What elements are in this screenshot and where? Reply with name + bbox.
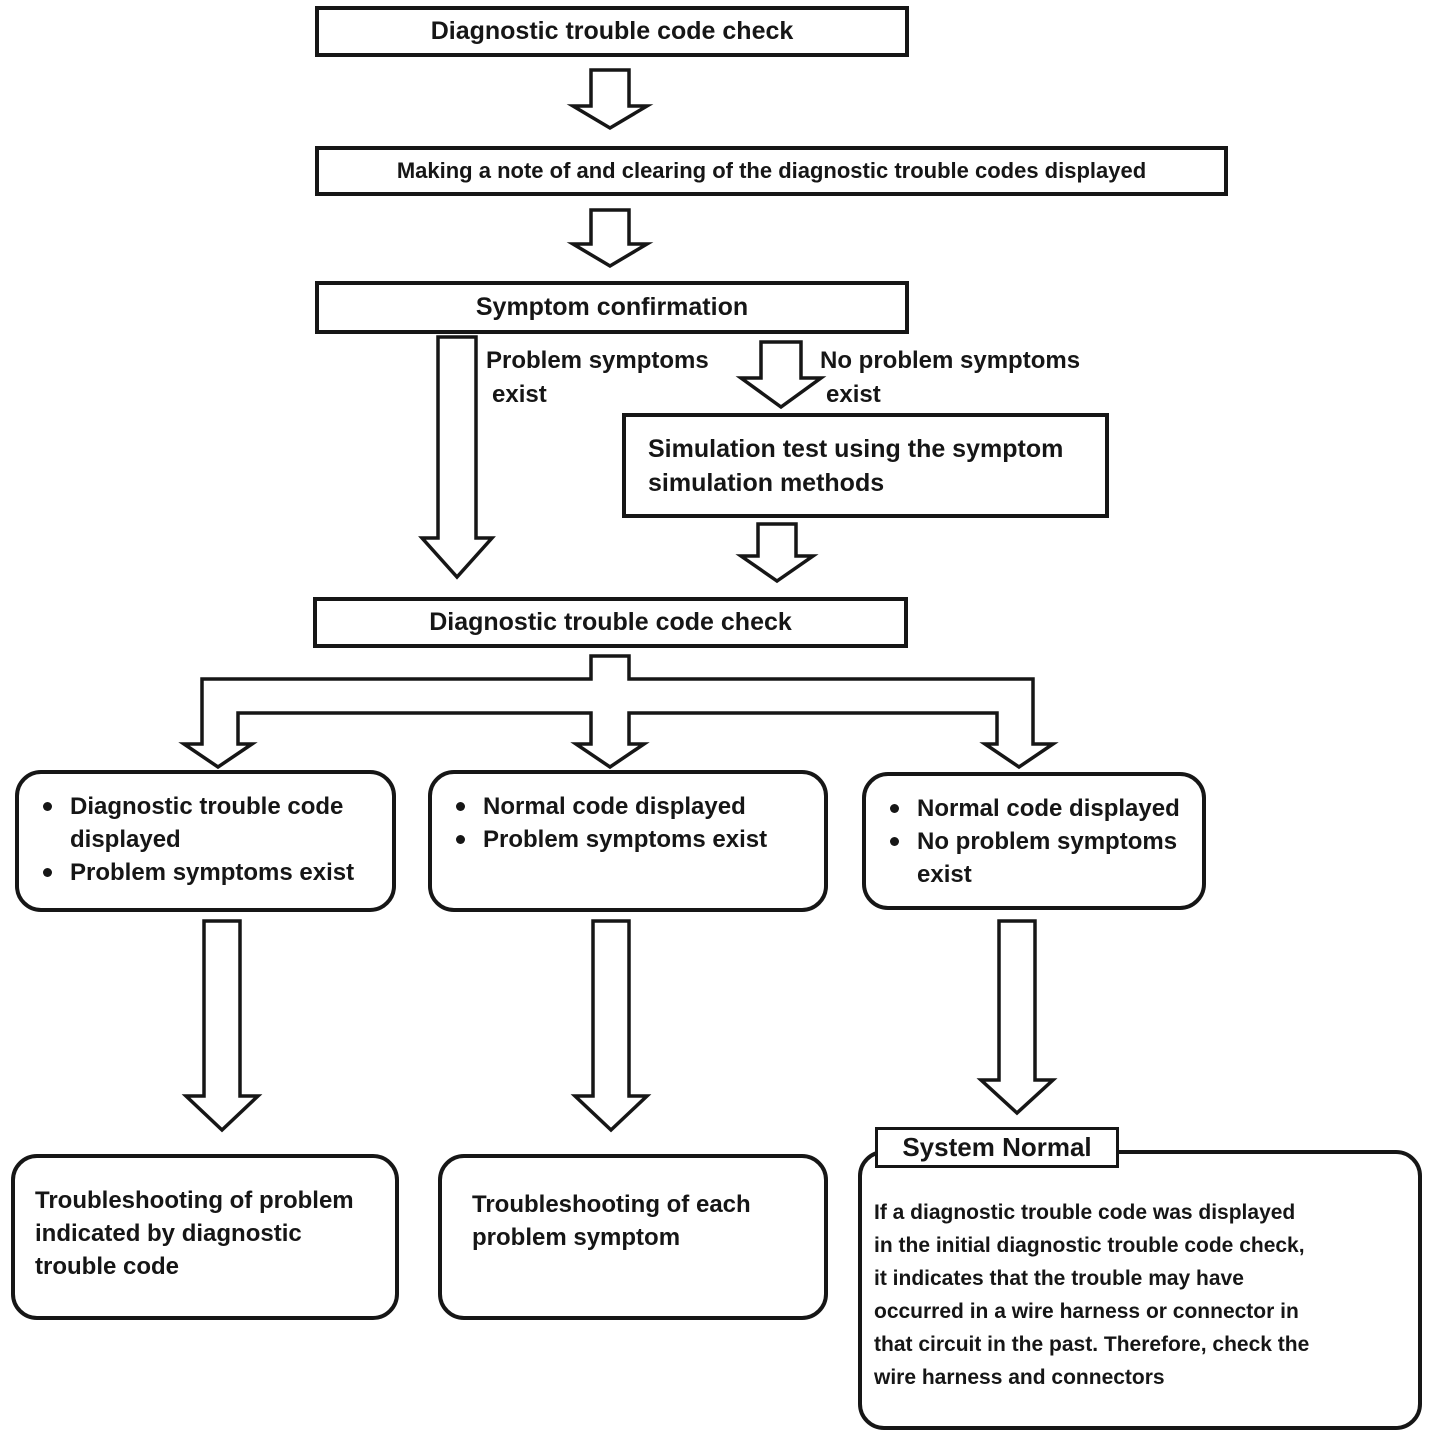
arrow-outcome-left-down-icon: [181, 919, 263, 1133]
paragraph-line: it indicates that the trouble may have: [874, 1267, 1244, 1290]
bullet-item: Diagnostic trouble code displayed: [43, 790, 374, 856]
node-text-line: Simulation test using the symptom: [648, 434, 1064, 463]
bullet-item: Problem symptoms exist: [456, 823, 806, 856]
node-outcome-normal-code-no-symptoms: Normal code displayed No problem symptom…: [862, 772, 1206, 910]
bullet-dot-icon: [456, 802, 465, 811]
node-text-line: problem symptom: [472, 1224, 681, 1251]
node-outcome-dtc-displayed: Diagnostic trouble code displayed Proble…: [15, 770, 396, 912]
three-way-branch-connector-icon: [178, 654, 1059, 770]
arrow-outcome-middle-down-icon: [570, 919, 652, 1133]
bullet-text: Diagnostic trouble code displayed: [70, 793, 344, 853]
node-system-normal-title: System Normal: [875, 1127, 1119, 1168]
edge-label-problem-symptoms: Problem symptoms exist: [486, 344, 709, 412]
node-text-line: simulation methods: [648, 468, 885, 497]
arrow-no-problem-branch-icon: [735, 340, 827, 410]
bullet-item: Normal code displayed: [456, 790, 806, 823]
bullet-text: Normal code displayed: [483, 793, 746, 820]
node-troubleshoot-symptom: Troubleshooting of each problem symptom: [438, 1154, 828, 1320]
edge-label-line: No problem symptoms: [820, 347, 1081, 374]
paragraph-line: wire harness and connectors: [874, 1366, 1165, 1389]
arrow-simulation-down-icon: [735, 522, 819, 584]
edge-label-line: exist: [826, 381, 881, 408]
paragraph-line: If a diagnostic trouble code was display…: [874, 1201, 1296, 1224]
bullet-text: Problem symptoms exist: [70, 859, 355, 886]
bullet-item: Problem symptoms exist: [43, 856, 374, 889]
node-outcome-normal-code-symptoms: Normal code displayed Problem symptoms e…: [428, 770, 828, 912]
edge-label-no-problem-symptoms: No problem symptoms exist: [820, 344, 1080, 412]
paragraph-line: in the initial diagnostic trouble code c…: [874, 1234, 1305, 1257]
bullet-dot-icon: [890, 804, 899, 813]
bullet-dot-icon: [43, 802, 52, 811]
bullet-dot-icon: [890, 837, 899, 846]
bullet-text: No problem symptoms exist: [917, 828, 1178, 888]
paragraph-line: that circuit in the past. Therefore, che…: [874, 1333, 1310, 1356]
arrow-problem-branch-icon: [418, 335, 496, 580]
arrow-down-top-icon: [566, 68, 654, 131]
bullet-text: Normal code displayed: [917, 795, 1180, 822]
bullet-dot-icon: [43, 868, 52, 877]
node-symptom-confirmation: Symptom confirmation: [315, 281, 909, 334]
bullet-dot-icon: [456, 835, 465, 844]
bullet-item: No problem symptoms exist: [890, 825, 1184, 891]
node-text-line: Troubleshooting of problem: [35, 1187, 354, 1214]
bullet-text: Problem symptoms exist: [483, 826, 768, 853]
node-dtc-check-second: Diagnostic trouble code check: [313, 597, 908, 648]
arrow-outcome-right-down-icon: [976, 919, 1058, 1116]
node-dtc-check-top: Diagnostic trouble code check: [315, 6, 909, 57]
node-text-line: Troubleshooting of each: [472, 1191, 751, 1218]
node-troubleshoot-dtc: Troubleshooting of problem indicated by …: [11, 1154, 399, 1320]
node-text-line: trouble code: [35, 1253, 180, 1280]
arrow-down-second-icon: [566, 208, 654, 269]
edge-label-line: Problem symptoms: [486, 347, 709, 374]
node-note-and-clear: Making a note of and clearing of the dia…: [315, 146, 1228, 196]
node-system-normal-detail: If a diagnostic trouble code was display…: [858, 1150, 1422, 1430]
paragraph-line: occurred in a wire harness or connector …: [874, 1300, 1299, 1323]
node-text-line: indicated by diagnostic: [35, 1220, 302, 1247]
node-simulation-test: Simulation test using the symptom simula…: [622, 413, 1109, 518]
bullet-item: Normal code displayed: [890, 792, 1184, 825]
edge-label-line: exist: [492, 381, 547, 408]
